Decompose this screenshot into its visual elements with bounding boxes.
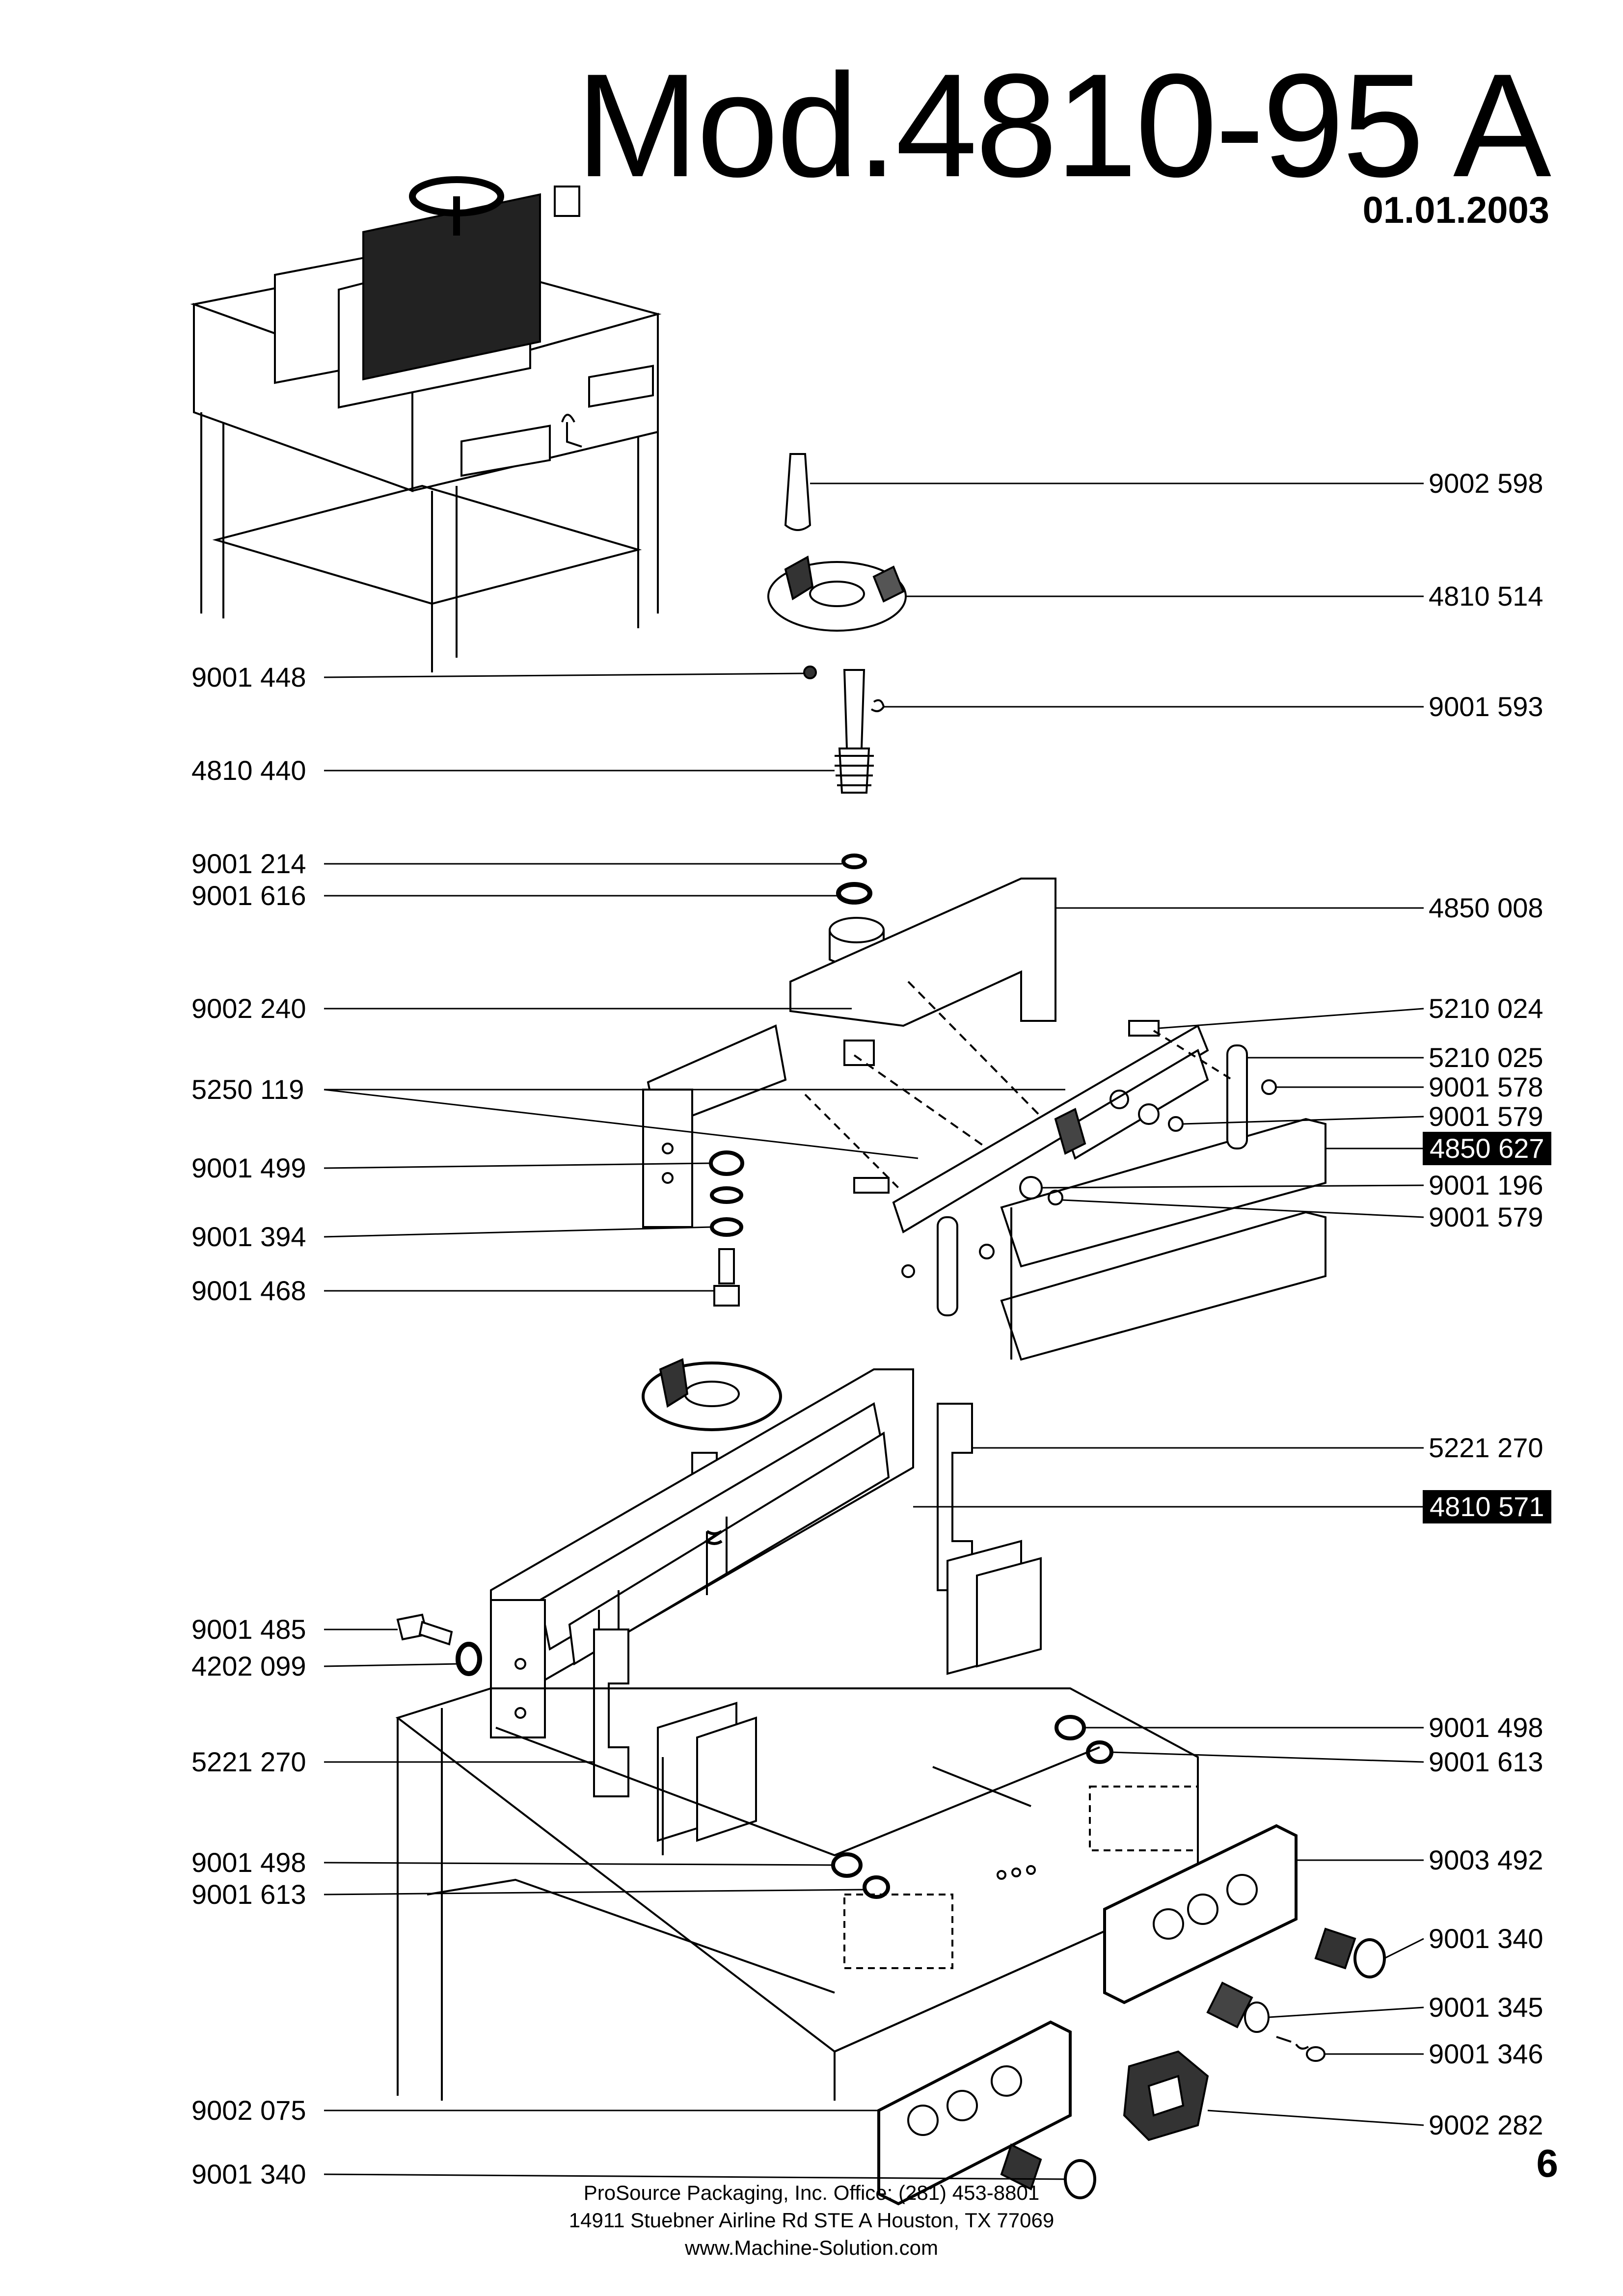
part-label: 9001 345 [1429,1992,1543,2023]
part-label: 4202 099 [191,1651,306,1682]
footer-website: www.Machine-Solution.com [685,2236,938,2259]
part-label: 5221 270 [191,1746,306,1777]
part-label: 9001 196 [1429,1170,1543,1201]
part-label: 9001 394 [191,1221,306,1252]
part-label: 9003 492 [1429,1844,1543,1875]
clamp-frame-assembly [395,1358,1386,2206]
part-label: 9001 340 [191,2159,306,2189]
page-number: 6 [1536,2141,1559,2185]
footer: ProSource Packaging, Inc. Office: (281) … [0,2179,1623,2262]
part-label: 9001 579 [1429,1201,1543,1232]
part-label: 9001 498 [1429,1712,1543,1743]
part-label: 4850 008 [1429,892,1543,923]
footer-address: 14911 Stuebner Airline Rd STE A Houston,… [568,2209,1055,2232]
part-label: 9001 214 [191,848,306,879]
part-label: 9001 340 [1429,1923,1543,1954]
footer-company: ProSource Packaging, Inc. Office: (281) … [583,2181,1040,2204]
part-label: 9001 616 [191,880,306,911]
part-label: 9002 282 [1429,2109,1543,2140]
part-label: 5250 119 [191,1074,304,1105]
part-label: 9002 075 [191,2095,306,2126]
part-label: 9001 498 [191,1847,306,1878]
part-label: 9001 499 [191,1152,306,1183]
handwheel-spindle-assembly [642,453,1326,1361]
part-label: 5210 025 [1429,1042,1543,1073]
part-label: 9001 593 [1429,691,1543,722]
machine-overview-illustration [190,176,662,672]
part-label: 9001 468 [191,1275,306,1306]
part-label: 5221 270 [1429,1432,1543,1463]
part-label: 9001 346 [1429,2038,1543,2069]
part-label: 9001 578 [1429,1071,1543,1102]
part-label: 4810 514 [1429,581,1543,612]
part-label: 9001 485 [191,1614,306,1645]
leader-lines-left [324,672,1066,2180]
part-label: 4810 440 [191,755,306,786]
part-label: 9001 579 [1429,1101,1543,1132]
sheet-date: 01.01.2003 [1362,189,1549,231]
part-label: 9001 613 [191,1879,306,1910]
part-label-highlighted: 4850 627 [1423,1132,1551,1165]
part-label: 9002 598 [1429,468,1543,499]
model-title: Mod.4810-95 A [576,43,1551,208]
part-label: 9001 448 [191,662,306,693]
part-label: 9001 613 [1429,1746,1543,1777]
part-label-highlighted: 4810 571 [1423,1490,1551,1523]
part-label: 9002 240 [191,993,306,1024]
leader-lines-right [810,482,1424,2126]
part-label: 5210 024 [1429,993,1543,1024]
